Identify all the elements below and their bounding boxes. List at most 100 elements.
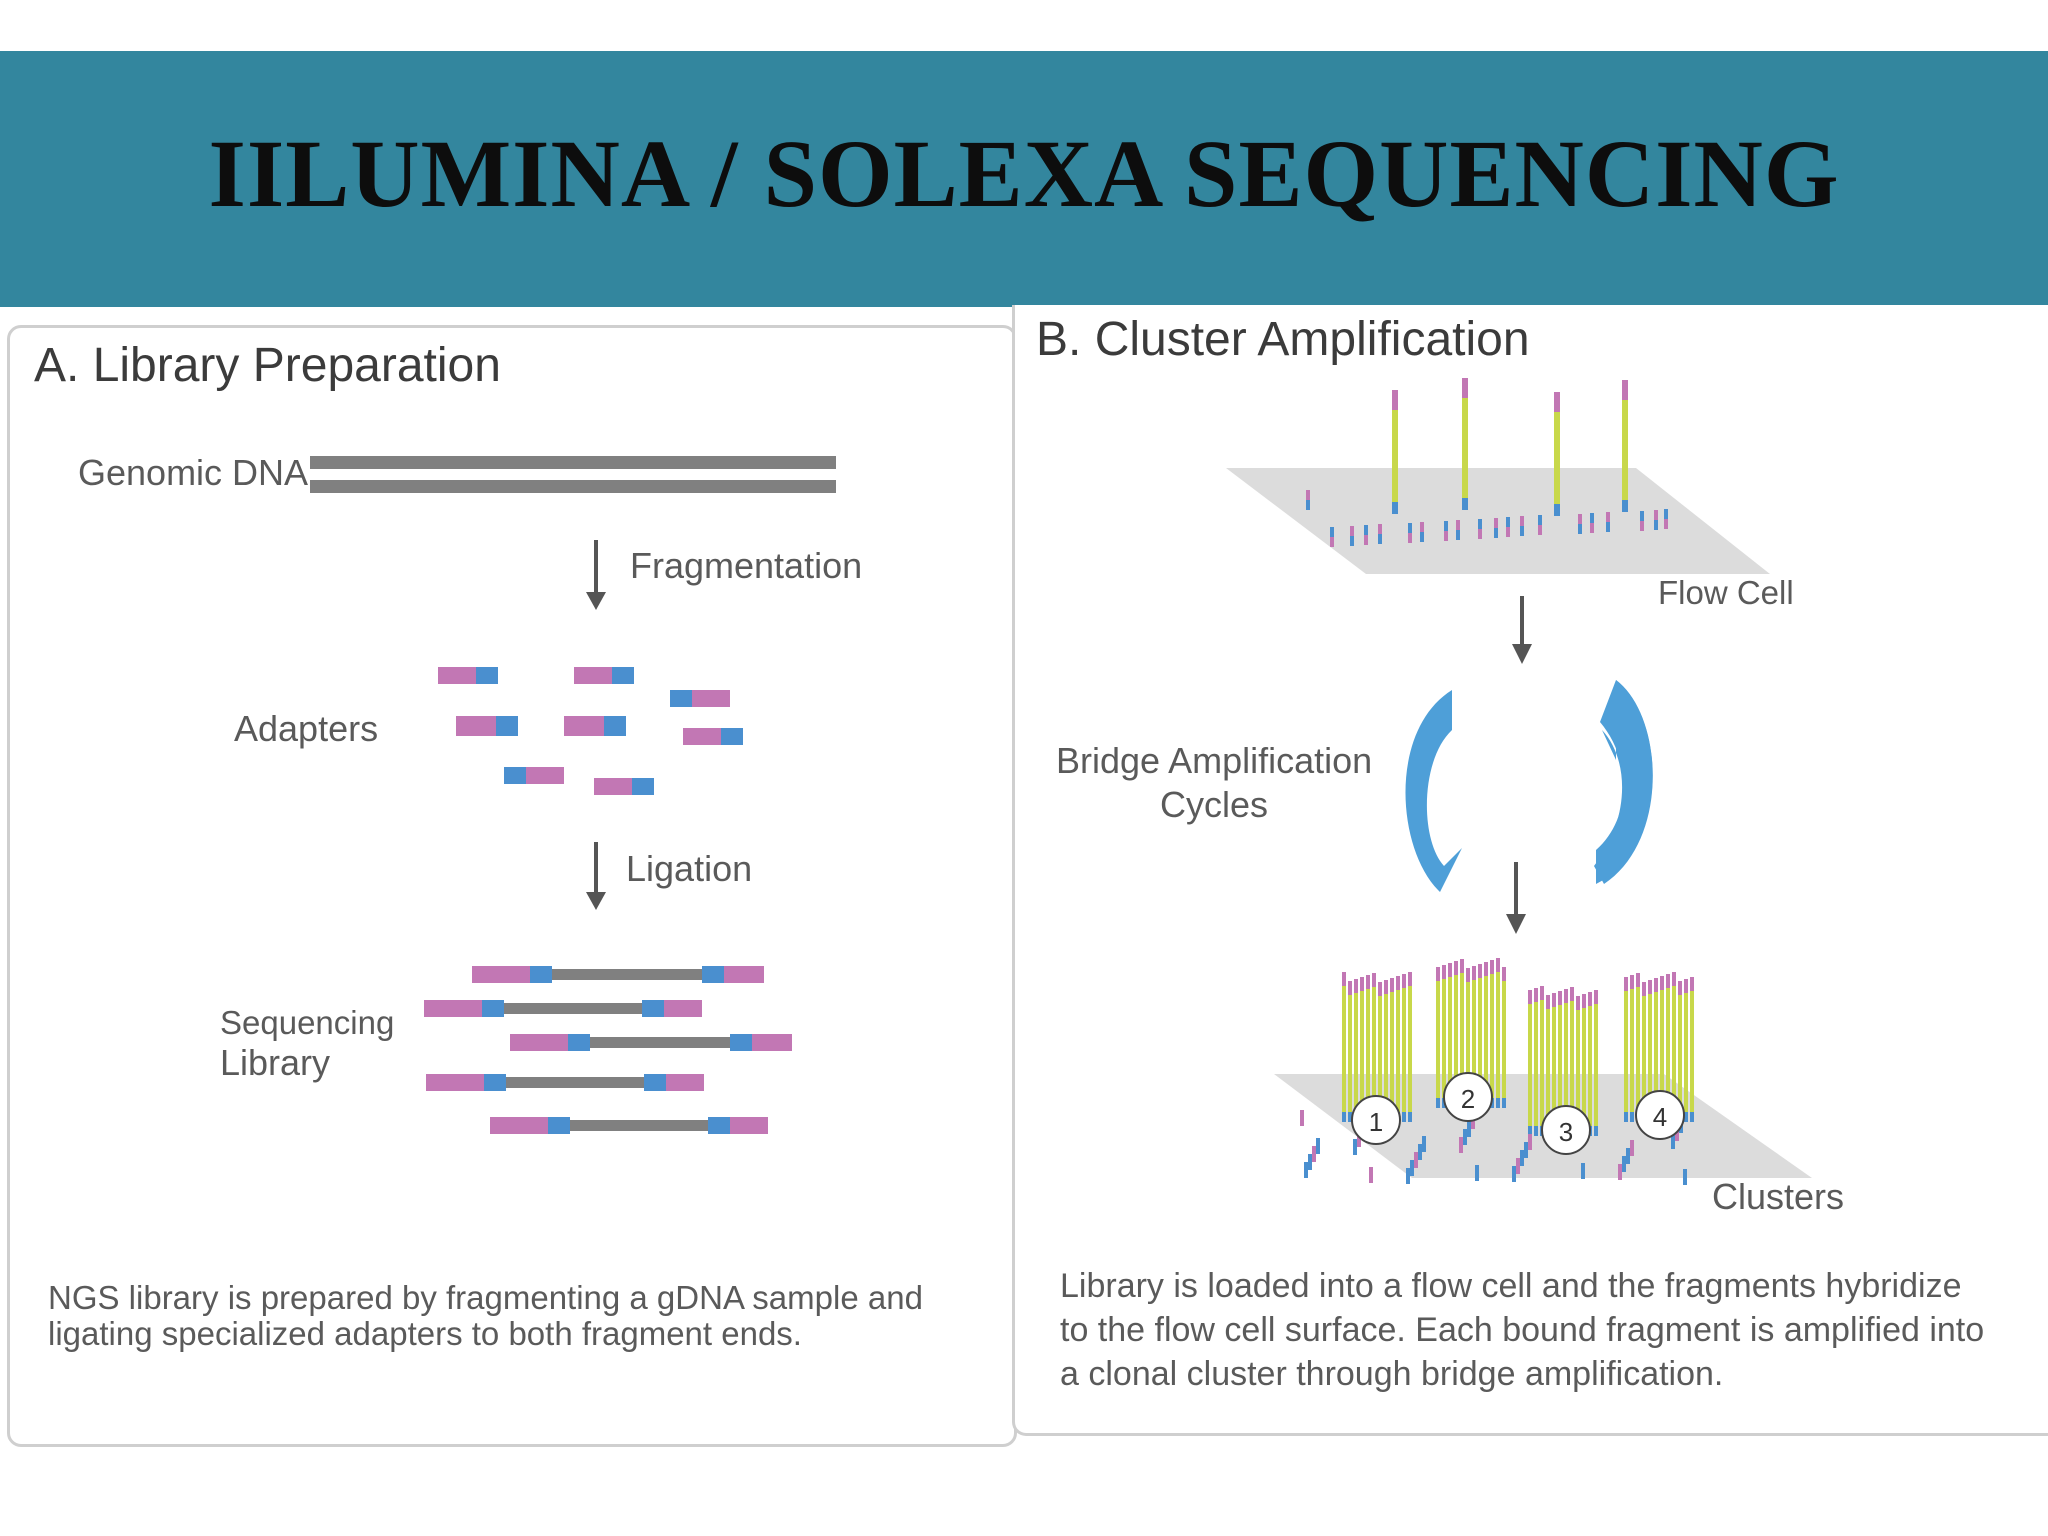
sequencing-library-fragments <box>424 966 792 1134</box>
short-strand <box>1475 1165 1479 1181</box>
adapter-piece <box>504 767 564 784</box>
genomic-dna-label: Genomic DNA <box>78 452 309 493</box>
page-title: IILUMINA / SOLEXA SEQUENCING <box>208 120 1840 227</box>
short-strand <box>1444 521 1448 541</box>
cluster-number: 3 <box>1559 1117 1573 1147</box>
short-strand <box>1590 513 1594 533</box>
sequencing-library-label-line2: Library <box>220 1042 331 1083</box>
adapter-piece <box>670 690 730 707</box>
short-strand <box>1414 1152 1418 1168</box>
short-strand <box>1524 1142 1528 1158</box>
short-strand <box>1654 510 1658 530</box>
fragmentation-label: Fragmentation <box>630 545 863 586</box>
short-strand <box>1626 1148 1630 1164</box>
genomic-dna-strand-top <box>310 456 836 469</box>
short-strand <box>1538 515 1542 535</box>
short-strand <box>1640 511 1644 531</box>
short-strand <box>1671 1133 1675 1149</box>
adapter-piece <box>683 728 743 745</box>
short-strand <box>1422 1136 1426 1152</box>
short-strand <box>1406 1168 1410 1184</box>
cluster-badge-3: 3 <box>1541 1105 1591 1155</box>
cluster-bundle <box>1436 958 1506 1108</box>
short-strand <box>1408 523 1412 543</box>
adapter-piece <box>438 667 498 684</box>
short-strand <box>1420 522 1424 542</box>
adapters-label: Adapters <box>234 708 379 749</box>
short-strand <box>1304 1162 1308 1178</box>
flow-cell-strands <box>1306 378 1668 547</box>
flow-cell-down-arrow-icon <box>1512 596 1532 664</box>
short-strand <box>1316 1138 1320 1154</box>
short-strand <box>1308 1154 1312 1170</box>
short-strand <box>1306 490 1310 510</box>
short-strand <box>1459 1137 1463 1153</box>
cluster-number: 1 <box>1369 1107 1383 1137</box>
short-strand <box>1300 1110 1304 1126</box>
adapter-piece <box>594 778 654 795</box>
sequencing-library-label-line1: Sequencing <box>220 1004 395 1041</box>
cluster-number: 4 <box>1653 1102 1667 1132</box>
short-strand <box>1516 1158 1520 1174</box>
library-fragment <box>490 1117 768 1134</box>
short-strand <box>1478 519 1482 539</box>
short-strand <box>1418 1144 1422 1160</box>
bound-fragment <box>1462 378 1468 510</box>
short-strand <box>1506 517 1510 537</box>
panel-a-caption-line1: NGS library is prepared by fragmenting a… <box>48 1279 923 1316</box>
title-banner <box>0 51 2048 307</box>
short-strand <box>1630 1140 1634 1156</box>
short-strand <box>1353 1139 1357 1155</box>
library-fragment <box>510 1034 792 1051</box>
panel-b-caption-line1: Library is loaded into a flow cell and t… <box>1060 1267 1962 1305</box>
clusters-down-arrow-icon <box>1506 862 1526 934</box>
short-strand <box>1494 518 1498 538</box>
short-strand <box>1456 520 1460 540</box>
short-strand <box>1622 1156 1626 1172</box>
adapter-piece <box>564 716 626 736</box>
panel-b-caption-line3: a clonal cluster through bridge amplific… <box>1060 1355 1724 1393</box>
bridge-cycle-arrows-icon <box>1405 680 1653 892</box>
short-strand <box>1312 1146 1316 1162</box>
short-strand <box>1683 1169 1687 1185</box>
library-fragment <box>424 1000 702 1017</box>
short-strand <box>1364 525 1368 545</box>
short-strand <box>1350 526 1354 546</box>
panel-b-caption-line2: to the flow cell surface. Each bound fra… <box>1060 1311 1985 1349</box>
short-strand <box>1330 527 1334 547</box>
bound-fragment <box>1622 380 1628 512</box>
short-strand <box>1378 524 1382 544</box>
bridge-amplification-label-line2: Cycles <box>1160 784 1269 825</box>
panel-b-heading: B. Cluster Amplification <box>1036 313 1530 366</box>
fragmentation-arrow-icon <box>586 540 606 610</box>
panel-a-heading: A. Library Preparation <box>34 339 501 392</box>
flow-cell-label: Flow Cell <box>1658 574 1794 611</box>
clusters-label: Clusters <box>1712 1176 1845 1217</box>
ligation-label: Ligation <box>626 848 753 889</box>
short-strand <box>1606 512 1610 532</box>
short-strand <box>1520 1150 1524 1166</box>
bound-fragment <box>1392 390 1398 514</box>
short-strand <box>1410 1160 1414 1176</box>
short-strand <box>1578 514 1582 534</box>
panel-library-preparation <box>7 325 1017 1447</box>
short-strand <box>1528 1134 1532 1150</box>
cluster-bundle <box>1342 972 1412 1122</box>
short-strand <box>1512 1166 1516 1182</box>
adapter-pieces <box>438 667 743 795</box>
short-strand <box>1581 1163 1585 1179</box>
short-strand <box>1357 1131 1361 1147</box>
cluster-badge-4: 4 <box>1635 1090 1685 1140</box>
short-strand <box>1463 1129 1467 1145</box>
panel-a-caption-line2: ligating specialized adapters to both fr… <box>48 1315 802 1352</box>
ligation-arrow-icon <box>586 842 606 910</box>
genomic-dna-strand-bottom <box>310 480 836 493</box>
bound-fragment <box>1554 392 1560 516</box>
short-strand <box>1664 509 1668 529</box>
short-strand <box>1369 1167 1373 1183</box>
library-fragment <box>472 966 764 983</box>
adapter-piece <box>456 716 518 736</box>
cluster-badge-2: 2 <box>1443 1072 1493 1122</box>
adapter-piece <box>574 667 634 684</box>
